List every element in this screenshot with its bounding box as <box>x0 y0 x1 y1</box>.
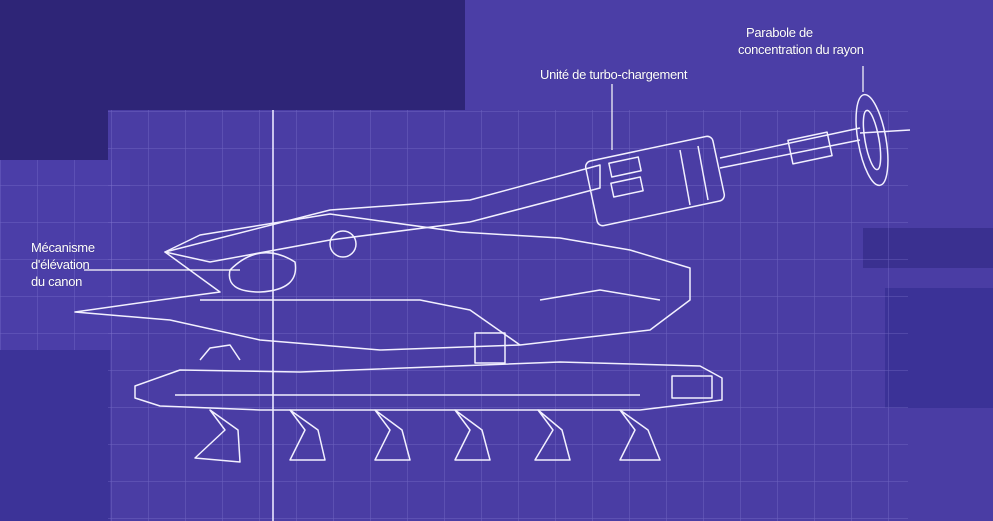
grid-lines-left <box>0 160 130 350</box>
blueprint-dark-patch-bottom-left <box>0 350 110 521</box>
cannon-barrel <box>164 127 911 263</box>
label-line: Mécanisme <box>31 240 95 255</box>
callout-leader-lines <box>84 66 864 271</box>
label-line: d'élévation <box>31 257 90 272</box>
label-turbo-charging-unit: Unité de turbo-chargement <box>540 66 687 83</box>
beam-concentration-dish <box>855 93 889 187</box>
label-elevation-mechanism: Mécanisme d'élévation du canon <box>31 239 95 290</box>
grid-lines <box>108 110 908 521</box>
cannon-hull <box>74 213 691 364</box>
label-beam-concentration-dish: Parabole de concentration du rayon <box>738 24 864 58</box>
label-line: Unité de turbo-chargement <box>540 67 688 82</box>
blueprint-paper-top <box>465 0 993 130</box>
vehicle-base <box>134 344 723 411</box>
landing-legs <box>194 409 661 463</box>
label-line: du canon <box>31 274 83 289</box>
turbo-charging-unit <box>584 135 726 227</box>
label-line: Parabole de <box>746 25 813 40</box>
cannon-vehicle <box>74 93 911 463</box>
label-line: concentration du rayon <box>738 42 864 57</box>
